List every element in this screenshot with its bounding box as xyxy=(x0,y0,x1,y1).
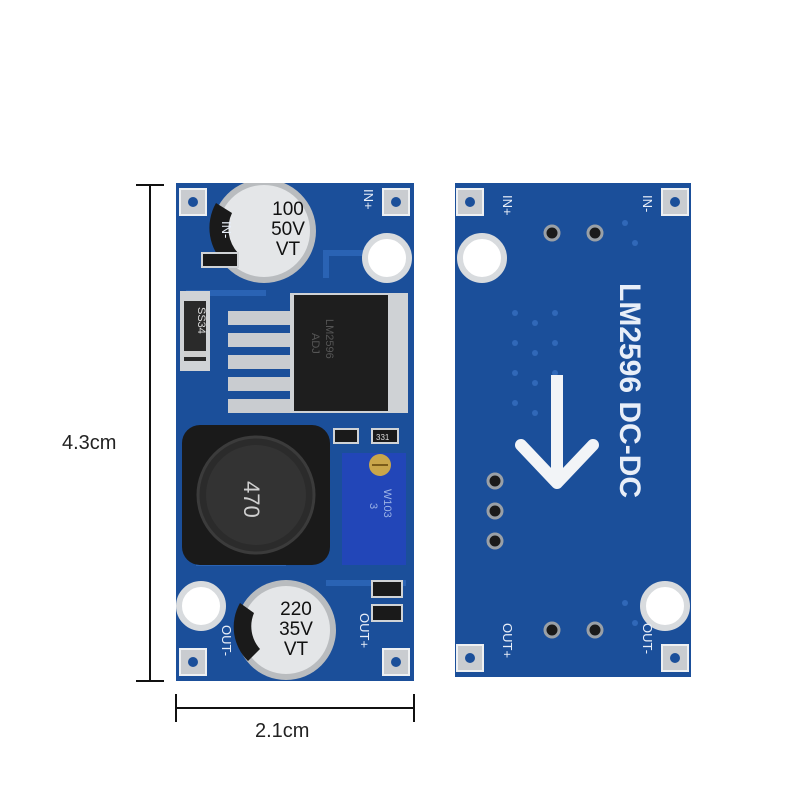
width-label: 2.1cm xyxy=(255,720,310,742)
trimmer-potentiometer xyxy=(342,453,406,565)
trimmer-label-1: W103 xyxy=(381,489,393,518)
back-out-minus-label: OUT- xyxy=(640,623,655,654)
inductor-label: 470 xyxy=(239,481,264,518)
back-board-title: LM2596 DC-DC xyxy=(613,283,646,498)
diode-ss34 xyxy=(180,291,210,371)
height-label: 4.3cm xyxy=(62,432,117,454)
front-board: IN- IN+ OUT- OUT+ 100 50V VT 220 35V VT … xyxy=(176,183,414,681)
cap-top-series: VT xyxy=(276,239,301,260)
front-in-plus-label: IN+ xyxy=(361,189,376,210)
back-mount-hole-bottom xyxy=(640,581,690,631)
back-board: IN+ IN- OUT+ OUT- LM2596 DC-DC xyxy=(455,183,691,677)
front-mount-hole-bottom xyxy=(176,581,226,631)
regulator-lm2596 xyxy=(228,293,408,413)
back-in-plus-label: IN+ xyxy=(500,195,515,216)
front-corner-pads xyxy=(179,188,410,676)
cap-top-value: 100 xyxy=(272,199,304,220)
front-in-minus-label: IN- xyxy=(219,221,234,238)
capacitor-220uf xyxy=(233,580,336,680)
cap-top-voltage: 50V xyxy=(271,219,305,240)
diode-label: SS34 xyxy=(195,307,207,334)
cap-bottom-voltage: 35V xyxy=(279,619,313,640)
regulator-label-2: ADJ xyxy=(309,333,321,354)
down-arrow-icon xyxy=(515,375,599,489)
regulator-label-1: LM2596 xyxy=(323,319,335,359)
back-out-plus-label: OUT+ xyxy=(500,623,515,658)
inductor-470 xyxy=(182,425,330,565)
back-in-minus-label: IN- xyxy=(640,195,655,212)
front-mount-hole-top xyxy=(362,233,412,283)
front-out-plus-label: OUT+ xyxy=(357,613,372,648)
cap-bottom-value: 220 xyxy=(280,599,312,620)
resistor-label: 331 xyxy=(376,433,390,442)
trimmer-label-2: 3 xyxy=(367,503,379,509)
front-out-minus-label: OUT- xyxy=(219,625,234,656)
cap-bottom-series: VT xyxy=(284,639,309,660)
back-mount-hole-top xyxy=(457,233,507,283)
